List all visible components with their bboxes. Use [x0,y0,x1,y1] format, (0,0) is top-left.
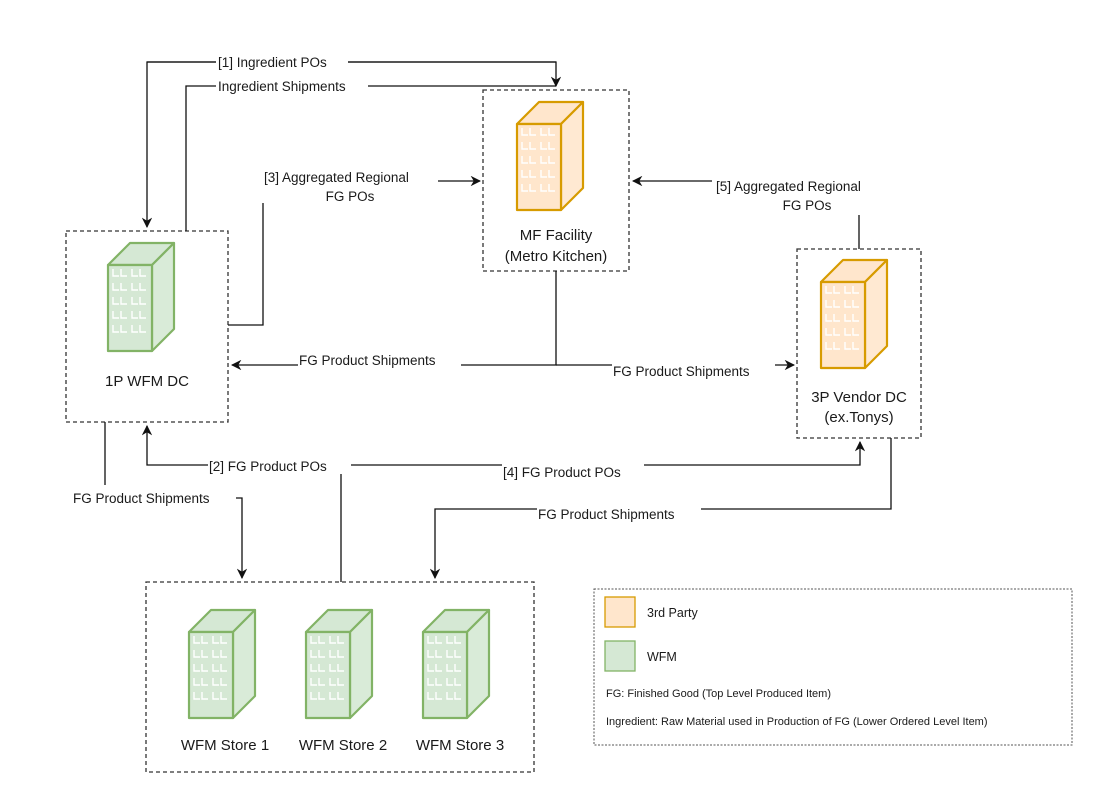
svg-text:FG Product Shipments: FG Product Shipments [538,507,675,522]
legend-note-fg: FG: Finished Good (Top Level Produced It… [606,688,831,700]
store-2-building-icon [304,608,374,720]
edge-fg-pos-4[interactable] [341,440,866,466]
edge-label-mf-to-dc-shipments: FG Product Shipments [298,352,461,368]
legend: 3rd Party WFM FG: Finished Good (Top Lev… [604,596,988,728]
svg-text:FG POs: FG POs [783,198,832,213]
legend-frame [593,588,1073,746]
store-1-building-icon [187,608,257,720]
svg-text:[3] Aggregated Regional: [3] Aggregated Regional [264,170,409,185]
vendor-dc-frame[interactable] [796,248,922,439]
edge-label-ingredient-shipments: Ingredient Shipments [216,78,368,94]
edge-label-fg-pos-4: [4] FG Product POs [502,464,644,480]
store-3-building-icon [421,608,491,720]
svg-text:[2] FG Product POs: [2] FG Product POs [209,459,327,474]
edge-label-aggregated-3: [3] Aggregated Regional FG POs [262,169,438,204]
legend-swatch-wfm [604,640,636,672]
wfm-dc-frame[interactable] [65,230,229,423]
svg-text:[1] Ingredient POs: [1] Ingredient POs [218,55,327,70]
legend-swatch-third-party [604,596,636,628]
store-3-label: WFM Store 3 [416,737,504,754]
edge-mf-to-dc-shipments[interactable] [230,271,557,371]
edge-label-fg-pos-2: [2] FG Product POs [208,458,351,474]
mf-facility-sublabel: (Metro Kitchen) [505,248,608,265]
svg-text:FG Product Shipments: FG Product Shipments [613,364,750,379]
edge-ingredient-shipments[interactable] [185,85,556,231]
edge-label-aggregated-5: [5] Aggregated Regional FG POs [714,176,892,213]
vendor-dc-label: 3P Vendor DC [811,389,907,406]
edge-label-vendor-to-stores-shipments: FG Product Shipments [537,506,701,522]
svg-text:FG POs: FG POs [326,189,375,204]
mf-facility-label: MF Facility [520,227,593,244]
vendor-dc-sublabel: (ex.Tonys) [824,409,893,426]
wfm-stores-frame[interactable] [145,581,535,773]
wfm-dc-label: 1P WFM DC [105,373,189,390]
svg-text:[5] Aggregated Regional: [5] Aggregated Regional [716,179,861,194]
svg-text:[4] FG Product POs: [4] FG Product POs [503,465,621,480]
svg-text:FG Product Shipments: FG Product Shipments [73,491,210,506]
edge-label-ingredient-pos: [1] Ingredient POs [216,54,348,70]
edge-label-dc-to-stores-shipments: FG Product Shipments [72,490,236,506]
store-1-label: WFM Store 1 [181,737,269,754]
store-2-label: WFM Store 2 [299,737,387,754]
wfm-dc-building-icon [106,241,176,353]
vendor-dc-building-icon [819,258,889,370]
legend-label-third-party: 3rd Party [647,606,698,620]
edge-label-mf-to-vendor-shipments: FG Product Shipments [612,363,775,379]
mf-facility-building-icon [515,100,585,212]
legend-label-wfm: WFM [647,650,677,664]
legend-note-ingredient: Ingredient: Raw Material used in Product… [606,716,988,728]
edge-dc-to-stores-shipments[interactable] [236,497,248,580]
svg-text:FG Product Shipments: FG Product Shipments [299,353,436,368]
svg-text:Ingredient Shipments: Ingredient Shipments [218,79,346,94]
